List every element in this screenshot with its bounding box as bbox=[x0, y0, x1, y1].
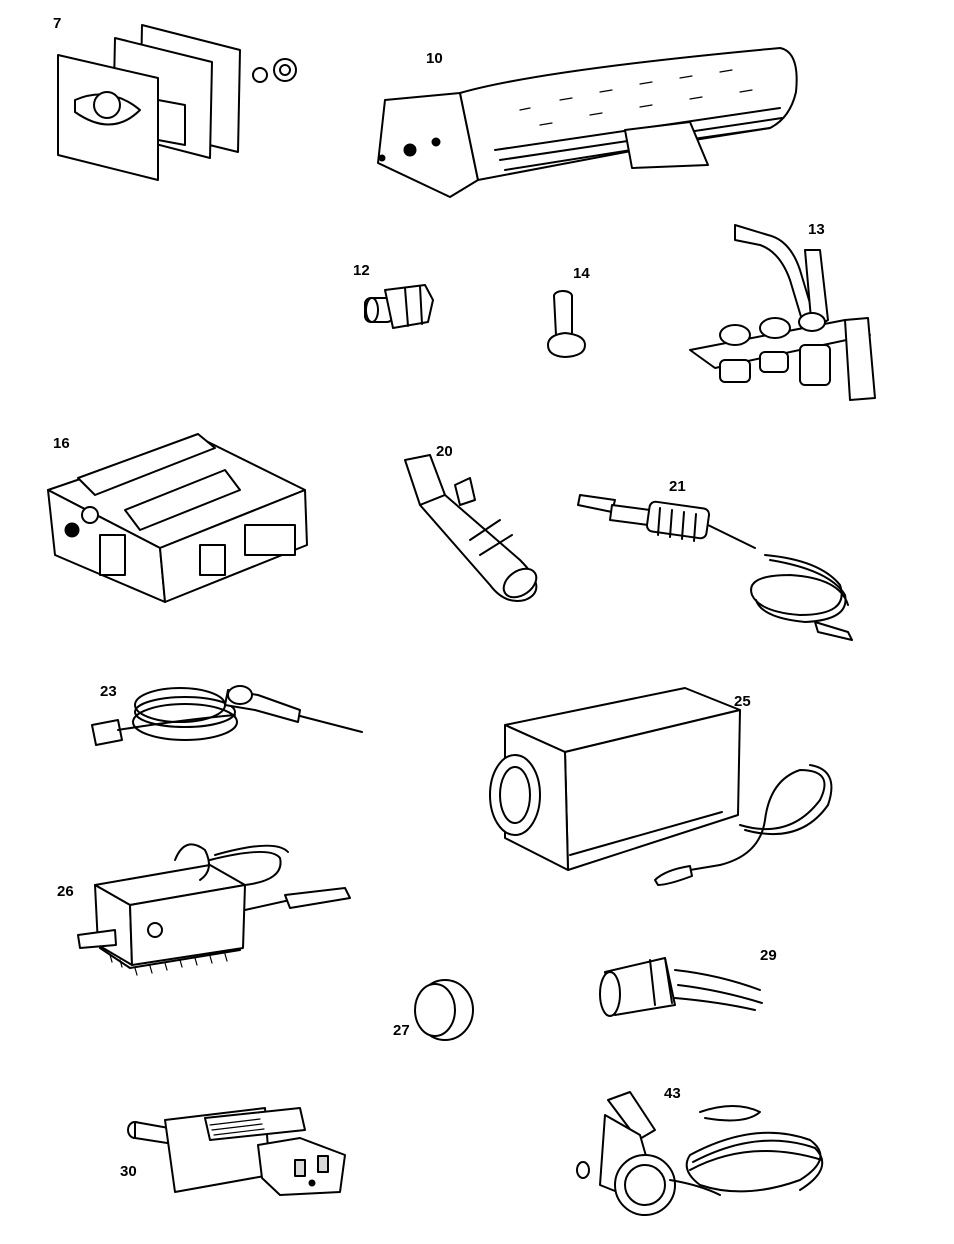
thermostat-control-icon bbox=[77, 843, 351, 976]
part-label-23: 23 bbox=[100, 683, 117, 700]
spark-electrode-icon bbox=[577, 494, 853, 641]
part-label-27: 27 bbox=[393, 1022, 410, 1039]
part-label-16: 16 bbox=[53, 435, 70, 452]
part-label-12: 12 bbox=[353, 262, 370, 279]
thermocouple-icon bbox=[91, 685, 363, 746]
part-label-20: 20 bbox=[436, 443, 453, 460]
part-label-30: 30 bbox=[120, 1163, 137, 1180]
cap-icon bbox=[414, 979, 474, 1041]
part-label-10: 10 bbox=[426, 50, 443, 67]
control-box-icon bbox=[47, 433, 308, 603]
igniter-icon bbox=[404, 454, 538, 602]
nozzle-icon bbox=[364, 284, 434, 329]
connector-plug-icon bbox=[127, 1107, 346, 1196]
part-label-13: 13 bbox=[808, 221, 825, 238]
part-label-7: 7 bbox=[53, 15, 62, 32]
sensor-coil-icon bbox=[576, 1091, 824, 1216]
screw-icon bbox=[547, 290, 586, 358]
part-label-43: 43 bbox=[664, 1085, 681, 1102]
part-label-21: 21 bbox=[669, 478, 686, 495]
pilot-assembly-icon bbox=[689, 224, 876, 401]
thermostat-box-icon bbox=[489, 687, 833, 886]
part-label-14: 14 bbox=[573, 265, 590, 282]
part-label-26: 26 bbox=[57, 883, 74, 900]
bracket-plates-icon bbox=[57, 24, 297, 181]
capacitor-icon bbox=[599, 957, 763, 1017]
burner-icon bbox=[377, 47, 798, 198]
part-label-29: 29 bbox=[760, 947, 777, 964]
part-label-25: 25 bbox=[734, 693, 751, 710]
